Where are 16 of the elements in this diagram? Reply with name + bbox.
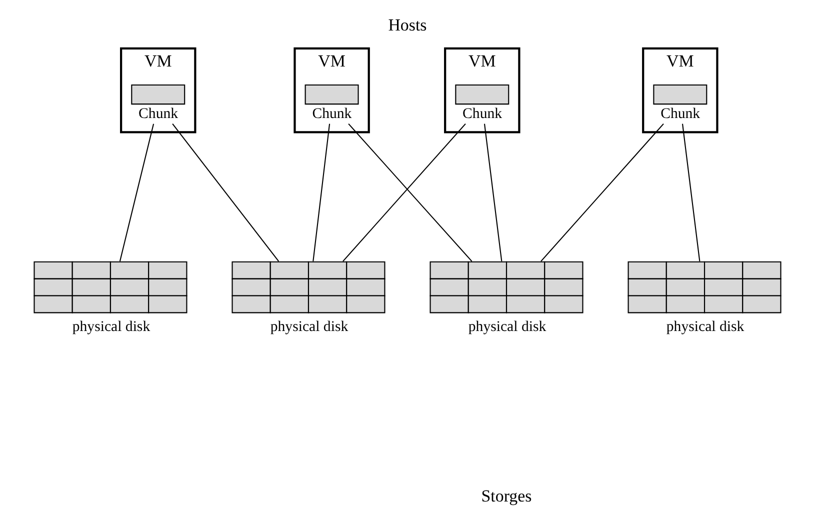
node-label: Chunk (462, 106, 502, 122)
connector (119, 124, 154, 262)
connector (540, 123, 664, 262)
connector (172, 124, 280, 262)
connector (682, 124, 700, 262)
node-label: Chunk (138, 106, 178, 122)
node-label: physical disk (666, 318, 744, 335)
caption: Storges (481, 486, 532, 506)
node-label: physical disk (270, 318, 348, 335)
connector (312, 124, 330, 262)
node-label: physical disk (72, 318, 150, 335)
connector (484, 124, 502, 262)
node-label: Chunk (660, 106, 700, 122)
node-label: physical disk (468, 318, 546, 335)
node-label: Chunk (312, 106, 352, 122)
diagram-title: Hosts (388, 15, 427, 34)
